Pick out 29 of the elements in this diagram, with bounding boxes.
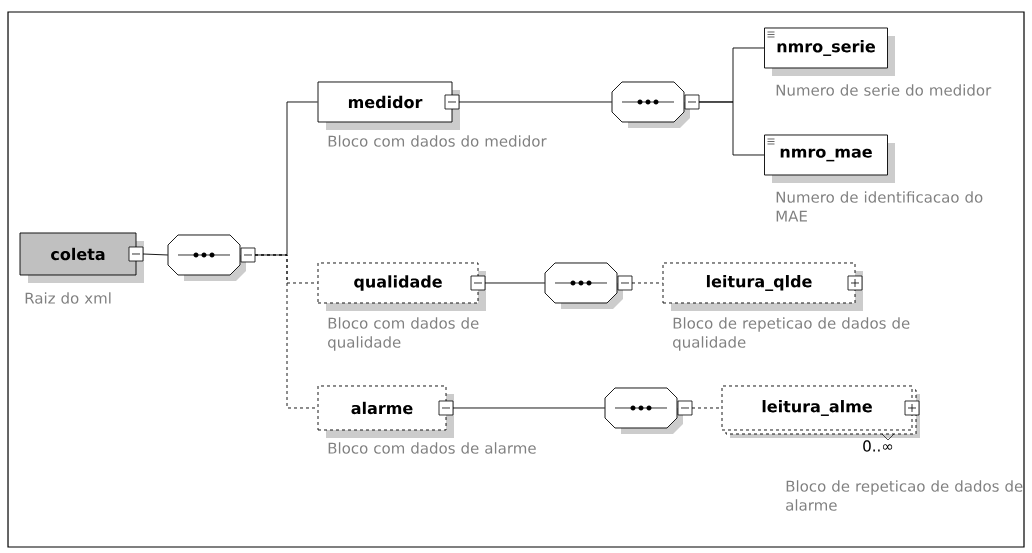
- connector-line: [452, 407, 606, 409]
- connector-line: [142, 253, 169, 256]
- description-text: Bloco de repeticao de dados de qualidade: [673, 317, 910, 351]
- description-text: Numero de serie do medidor: [776, 84, 992, 96]
- element-box: nmro_mae: [764, 134, 895, 183]
- description-text: Bloco com dados de qualidade: [328, 317, 479, 351]
- connector-line: [691, 407, 722, 409]
- connector-line: [458, 101, 613, 103]
- element-box: leitura_alme: [721, 385, 920, 441]
- description-text: Numero de identificacao do MAE: [776, 191, 983, 222]
- connector-line: [631, 282, 663, 284]
- sequence-octagon: [167, 234, 256, 281]
- connector-line: [484, 282, 546, 284]
- connector-line: [698, 101, 765, 156]
- element-box: qualidade: [317, 262, 486, 311]
- description-text: Bloco com dados de alarme: [328, 442, 536, 454]
- connector-line: [254, 254, 318, 409]
- element-box: medidor: [317, 81, 460, 130]
- sequence-octagon: [604, 387, 693, 434]
- description-text: Bloco com dados do medidor: [328, 135, 547, 147]
- sequence-octagon: [611, 81, 700, 128]
- sequence-octagon: [544, 262, 633, 309]
- element-box: coleta: [19, 232, 144, 283]
- description-text: Bloco de repeticao de dados de alarme: [786, 480, 1023, 511]
- element-box: leitura_qlde: [662, 262, 863, 311]
- element-box: nmro_serie: [764, 27, 895, 76]
- occurrence-label: 0..∞: [863, 440, 893, 452]
- description-text: Raiz do xml: [25, 292, 111, 304]
- element-box: alarme: [317, 385, 454, 438]
